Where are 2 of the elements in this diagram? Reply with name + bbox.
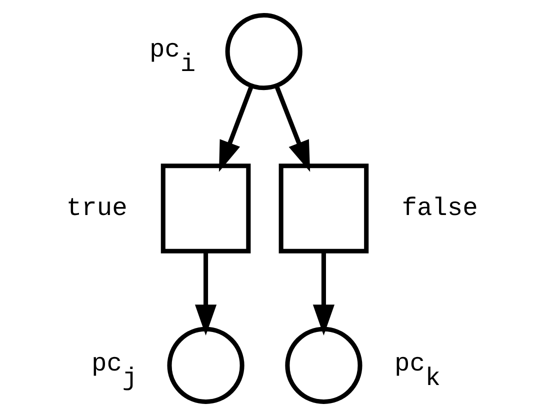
node-label: false — [401, 194, 478, 224]
node-label: true — [66, 194, 127, 224]
